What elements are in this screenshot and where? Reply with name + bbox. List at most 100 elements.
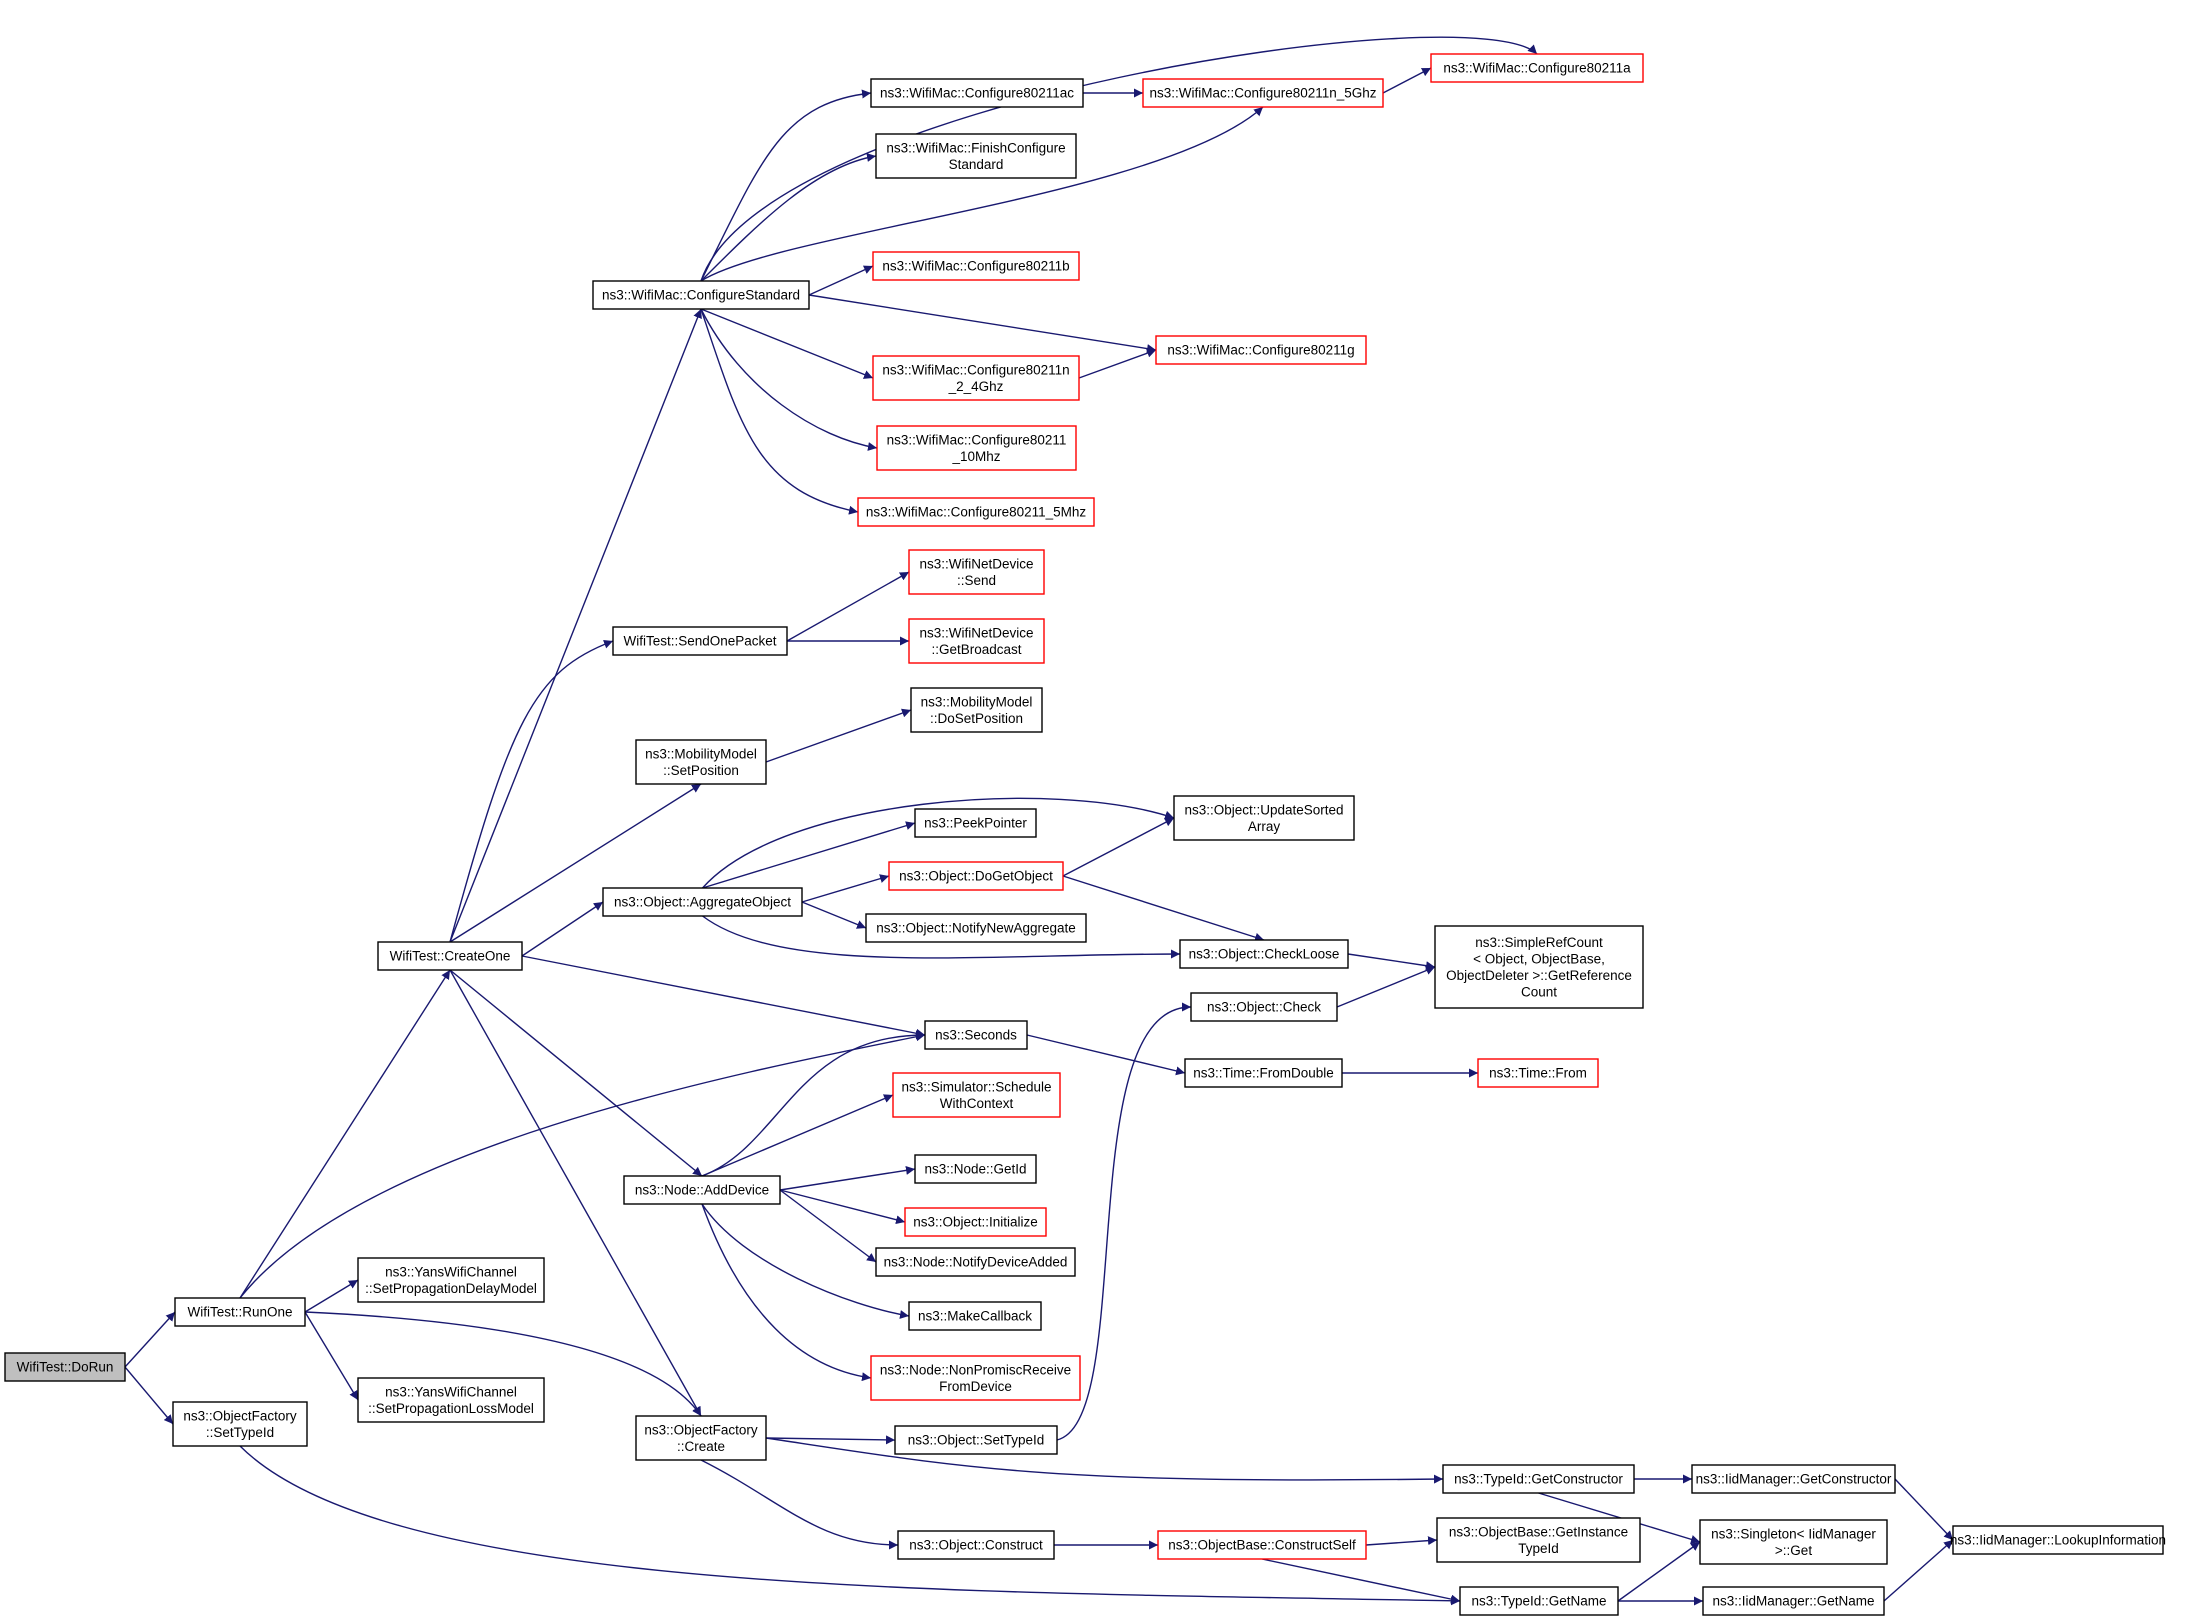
call-edge-createone-to-aggregate <box>521 901 604 957</box>
call-edge-aggregate-to-checkloose <box>702 915 1181 959</box>
node-label: ns3::Object::Check <box>1207 1000 1321 1015</box>
function-node-ns3-node-getid[interactable]: ns3::Node::GetId <box>914 1154 1037 1184</box>
node-label: Count <box>1521 984 1557 999</box>
function-node-ns3-yanswifichannel-setpropagationlossmodel[interactable]: ns3::YansWifiChannel::SetPropagationLoss… <box>357 1377 545 1423</box>
function-node-ns3-time-from[interactable]: ns3::Time::From <box>1477 1058 1599 1088</box>
function-node-ns3-object-aggregateobject[interactable]: ns3::Object::AggregateObject <box>602 887 803 917</box>
function-node-ns3-typeid-getconstructor[interactable]: ns3::TypeId::GetConstructor <box>1442 1464 1635 1494</box>
node-box <box>908 549 1045 595</box>
call-edge-of_create-to-construct <box>700 1459 899 1550</box>
function-node-ns3-wifimac-configure80211n-2-4ghz[interactable]: ns3::WifiMac::Configure80211n_2_4Ghz <box>872 355 1080 401</box>
call-edge-createone-to-seconds <box>521 955 926 1038</box>
function-node-ns3-typeid-getname[interactable]: ns3::TypeId::GetName <box>1459 1586 1619 1616</box>
call-edge-cfg_n24-to-cfg_g <box>1078 348 1157 379</box>
node-label: WifiTest::RunOne <box>187 1305 292 1320</box>
call-edge-configstd-to-cfg_5 <box>700 308 859 515</box>
function-node-ns3-wifimac-configure80211ac[interactable]: ns3::WifiMac::Configure80211ac <box>870 78 1084 108</box>
node-box <box>1430 53 1644 83</box>
function-node-ns3-object-settypeid[interactable]: ns3::Object::SetTypeId <box>894 1425 1058 1455</box>
function-node-wifitest-dorun: WifiTest::DoRun <box>4 1352 126 1382</box>
call-edge-runone-to-yans_delay <box>304 1279 359 1313</box>
function-node-ns3-object-notifynewaggregate[interactable]: ns3::Object::NotifyNewAggregate <box>865 913 1087 943</box>
node-box <box>914 808 1037 838</box>
node-box <box>635 1415 767 1461</box>
function-node-ns3-peekpointer[interactable]: ns3::PeekPointer <box>914 808 1037 838</box>
call-edges <box>124 36 1954 1606</box>
function-node-ns3-wifimac-configure80211a[interactable]: ns3::WifiMac::Configure80211a <box>1430 53 1644 83</box>
call-edge-aggregate-to-notifynewagg <box>801 901 867 929</box>
call-edge-dogetobject-to-updatesorted <box>1062 817 1175 877</box>
function-node-ns3-objectbase-constructself[interactable]: ns3::ObjectBase::ConstructSelf <box>1157 1530 1367 1560</box>
function-node-ns3-object-checkloose[interactable]: ns3::Object::CheckLoose <box>1179 939 1349 969</box>
function-node-wifitest-runone[interactable]: WifiTest::RunOne <box>174 1297 306 1327</box>
function-node-ns3-wifimac-configure80211-5mhz[interactable]: ns3::WifiMac::Configure80211_5Mhz <box>857 497 1095 527</box>
node-box <box>1459 1586 1619 1616</box>
node-box <box>914 1154 1037 1184</box>
node-label: WifiTest::DoRun <box>17 1360 114 1375</box>
node-label: ns3::IidManager::LookupInformation <box>1950 1533 2166 1548</box>
function-node-ns3-mobilitymodel-dosetposition[interactable]: ns3::MobilityModel::DoSetPosition <box>910 687 1043 733</box>
function-node-ns3-node-adddevice[interactable]: ns3::Node::AddDevice <box>623 1175 781 1205</box>
function-node-ns3-node-notifydeviceadded[interactable]: ns3::Node::NotifyDeviceAdded <box>875 1247 1076 1277</box>
node-box <box>174 1297 306 1327</box>
node-label: ns3::ObjectBase::GetInstance <box>1449 1524 1628 1539</box>
node-label: ns3::PeekPointer <box>924 816 1027 831</box>
function-node-ns3-wifimac-configurestandard[interactable]: ns3::WifiMac::ConfigureStandard <box>592 280 810 310</box>
call-edge-node_adddev-to-makecallback <box>701 1203 910 1319</box>
node-label: ns3::MobilityModel <box>645 746 757 761</box>
call-edge-runone-to-createone <box>239 969 451 1299</box>
node-box <box>4 1352 126 1382</box>
node-box <box>1691 1464 1896 1494</box>
node-label: ns3::Simulator::Schedule <box>901 1079 1051 1094</box>
function-node-ns3-objectfactory-create[interactable]: ns3::ObjectFactory::Create <box>635 1415 767 1461</box>
function-node-ns3-iidmanager-lookupinformation[interactable]: ns3::IidManager::LookupInformation <box>1950 1525 2166 1555</box>
call-edge-node_adddev-to-nonpromisc <box>701 1203 872 1382</box>
function-node-ns3-iidmanager-getconstructor[interactable]: ns3::IidManager::GetConstructor <box>1691 1464 1896 1494</box>
node-box <box>1142 78 1384 108</box>
function-node-wifitest-sendonepacket[interactable]: WifiTest::SendOnePacket <box>612 626 788 656</box>
node-box <box>908 1301 1042 1331</box>
function-node-ns3-time-fromdouble[interactable]: ns3::Time::FromDouble <box>1184 1058 1343 1088</box>
function-node-ns3-iidmanager-getname[interactable]: ns3::IidManager::GetName <box>1702 1586 1885 1616</box>
function-node-ns3-wifimac-configure80211b[interactable]: ns3::WifiMac::Configure80211b <box>872 251 1080 281</box>
node-label: ::Create <box>677 1439 725 1454</box>
function-node-ns3-mobilitymodel-setposition[interactable]: ns3::MobilityModel::SetPosition <box>635 739 767 785</box>
function-node-ns3-wifinetdevice-getbroadcast[interactable]: ns3::WifiNetDevice::GetBroadcast <box>908 618 1045 664</box>
function-node-ns3-object-dogetobject[interactable]: ns3::Object::DoGetObject <box>888 861 1064 891</box>
function-node-ns3-wifinetdevice-send[interactable]: ns3::WifiNetDevice::Send <box>908 549 1045 595</box>
node-label: ns3::Object::NotifyNewAggregate <box>876 921 1076 936</box>
function-node-ns3-singleton-iidmanager-get[interactable]: ns3::Singleton< IidManager>::Get <box>1699 1519 1888 1565</box>
function-node-wifitest-createone[interactable]: WifiTest::CreateOne <box>377 941 523 971</box>
function-node-ns3-wifimac-configure80211-10mhz[interactable]: ns3::WifiMac::Configure80211_10Mhz <box>876 425 1077 471</box>
node-label: ns3::Node::AddDevice <box>635 1183 769 1198</box>
function-node-ns3-simplerefcount-object-objectbase-objectdeleter-getreferencecount[interactable]: ns3::SimpleRefCount< Object, ObjectBase,… <box>1434 925 1644 1009</box>
function-node-ns3-object-initialize[interactable]: ns3::Object::Initialize <box>904 1207 1047 1237</box>
call-edge-createone-to-node_adddev <box>449 969 703 1177</box>
node-label: ns3::WifiMac::Configure80211ac <box>880 86 1074 101</box>
function-node-ns3-makecallback[interactable]: ns3::MakeCallback <box>908 1301 1042 1331</box>
call-edge-aggregate-to-updatesorted <box>701 797 1175 889</box>
function-node-ns3-wifimac-configure80211n-5ghz[interactable]: ns3::WifiMac::Configure80211n_5Ghz <box>1142 78 1384 108</box>
node-box <box>910 687 1043 733</box>
function-node-ns3-wifimac-configure80211g[interactable]: ns3::WifiMac::Configure80211g <box>1155 335 1367 365</box>
node-label: FromDevice <box>939 1379 1012 1394</box>
node-box <box>623 1175 781 1205</box>
node-label: ns3::TypeId::GetName <box>1471 1594 1606 1609</box>
function-node-ns3-object-construct[interactable]: ns3::Object::Construct <box>897 1530 1055 1560</box>
function-node-ns3-yanswifichannel-setpropagationdelaymodel[interactable]: ns3::YansWifiChannel::SetPropagationDela… <box>357 1257 545 1303</box>
node-label: WifiTest::SendOnePacket <box>623 634 776 649</box>
function-nodes: WifiTest::DoRunWifiTest::RunOnens3::Obje… <box>4 53 2166 1616</box>
function-node-ns3-objectfactory-settypeid[interactable]: ns3::ObjectFactory::SetTypeId <box>172 1401 308 1447</box>
node-label: < Object, ObjectBase, <box>1473 951 1605 966</box>
node-label: Standard <box>949 157 1004 172</box>
node-box <box>1157 1530 1367 1560</box>
node-label: ns3::WifiNetDevice <box>919 556 1033 571</box>
node-box <box>865 913 1087 943</box>
function-node-ns3-seconds[interactable]: ns3::Seconds <box>924 1020 1028 1050</box>
function-node-ns3-object-check[interactable]: ns3::Object::Check <box>1190 992 1338 1022</box>
